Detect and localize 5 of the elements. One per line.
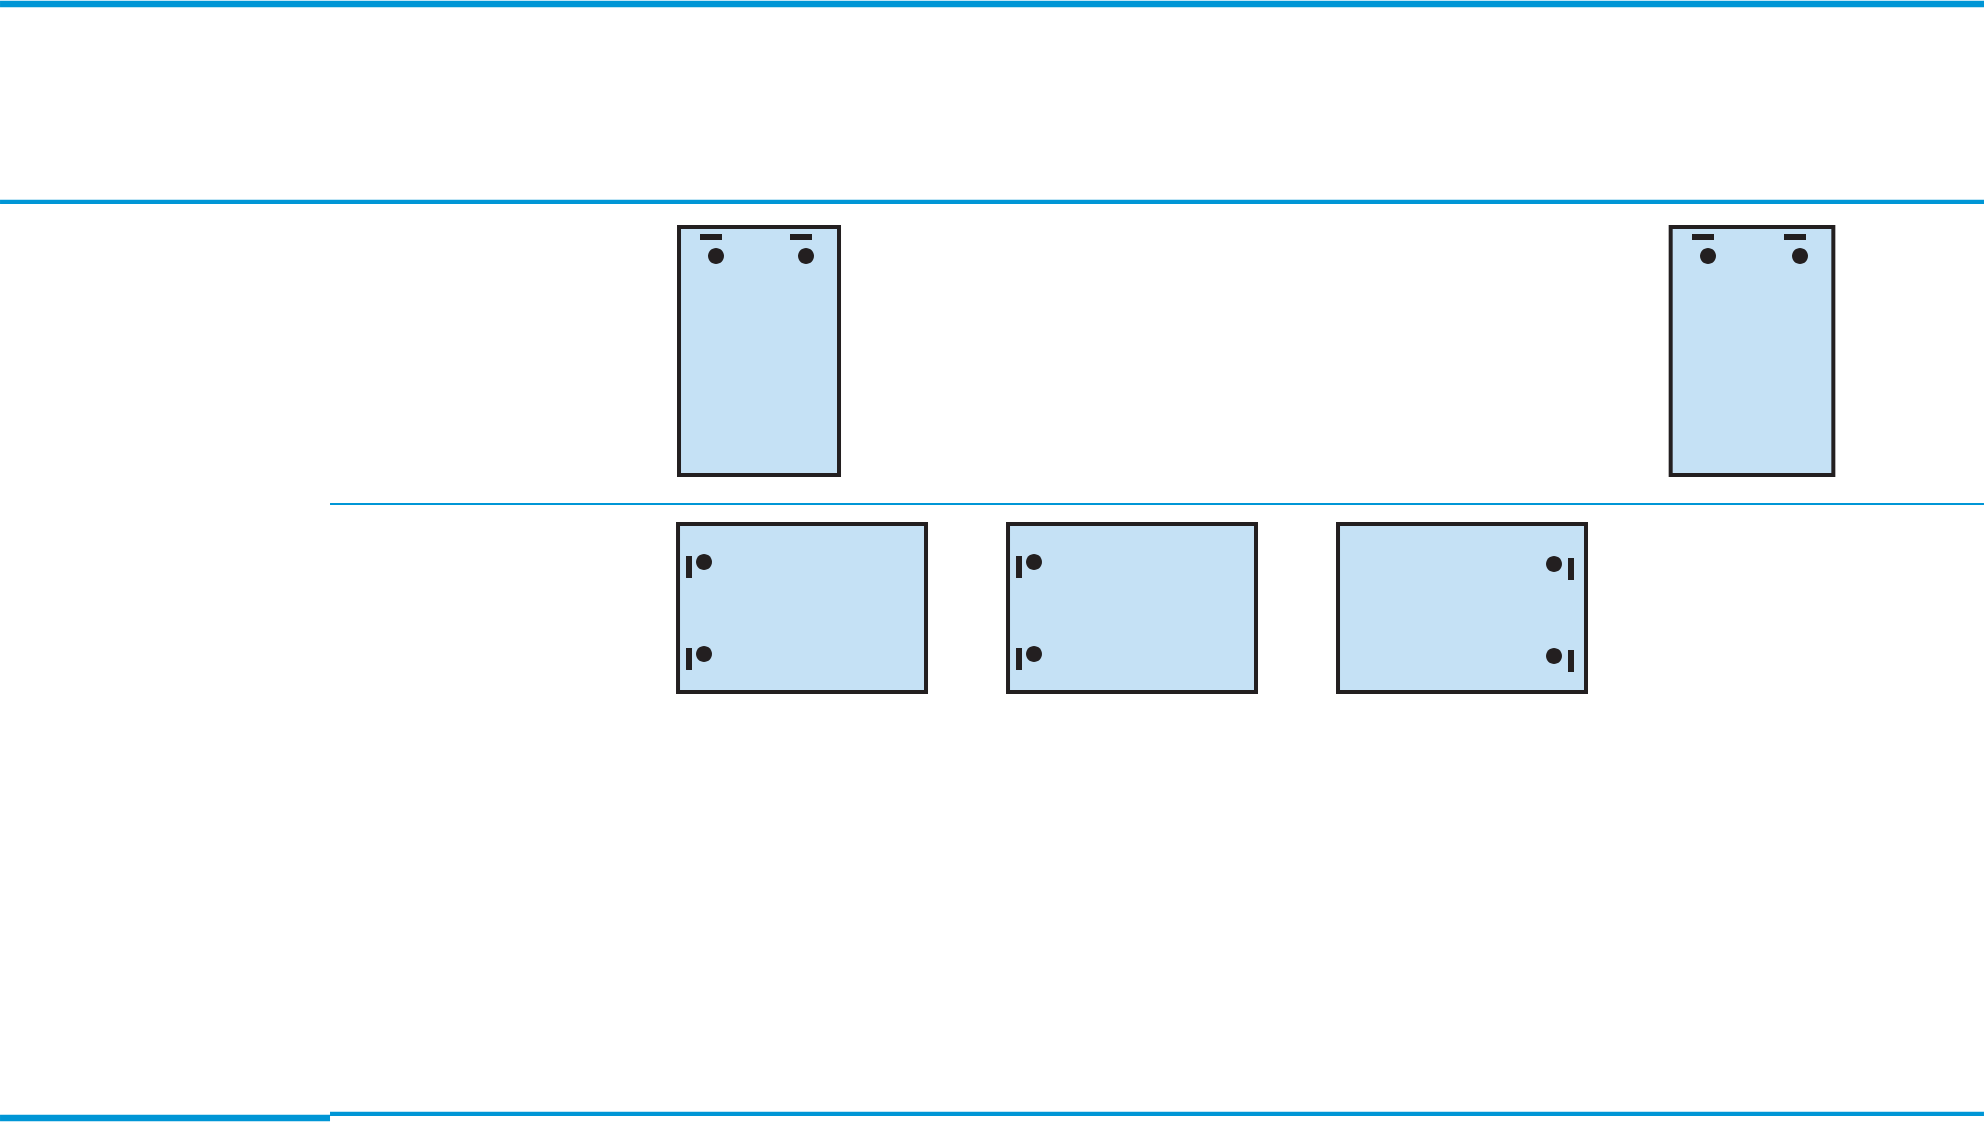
paper-drawing [676, 522, 928, 694]
paper-drawing [1336, 522, 1588, 694]
paper-drawing [1006, 522, 1258, 694]
paper-drawing [1668, 225, 1836, 477]
paper-drawing [677, 225, 841, 477]
